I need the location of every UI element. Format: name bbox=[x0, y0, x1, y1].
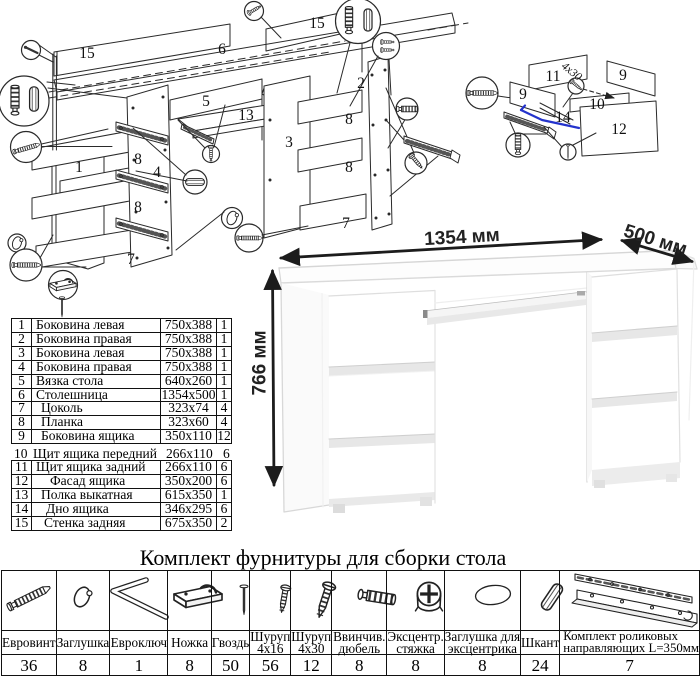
svg-text:2: 2 bbox=[357, 75, 365, 92]
svg-text:14: 14 bbox=[555, 109, 571, 126]
svg-text:9: 9 bbox=[519, 86, 527, 103]
svg-text:8: 8 bbox=[345, 111, 353, 128]
svg-text:15: 15 bbox=[79, 45, 95, 62]
svg-text:10: 10 bbox=[589, 96, 605, 113]
svg-text:1354 мм: 1354 мм bbox=[424, 225, 501, 250]
svg-text:766 мм: 766 мм bbox=[250, 330, 271, 395]
svg-text:7: 7 bbox=[127, 251, 135, 268]
svg-text:13: 13 bbox=[238, 107, 254, 124]
svg-text:8: 8 bbox=[134, 199, 142, 216]
svg-text:5: 5 bbox=[202, 93, 210, 110]
svg-text:9: 9 bbox=[619, 67, 627, 84]
svg-text:15: 15 bbox=[309, 15, 325, 32]
svg-text:4: 4 bbox=[153, 164, 161, 181]
svg-text:11: 11 bbox=[546, 68, 561, 85]
svg-text:8: 8 bbox=[345, 159, 353, 176]
svg-text:12: 12 bbox=[611, 121, 627, 138]
svg-text:3: 3 bbox=[285, 134, 293, 151]
svg-text:6: 6 bbox=[218, 41, 226, 58]
svg-text:8: 8 bbox=[134, 151, 142, 168]
svg-text:1: 1 bbox=[75, 159, 83, 176]
svg-text:7: 7 bbox=[342, 215, 350, 232]
